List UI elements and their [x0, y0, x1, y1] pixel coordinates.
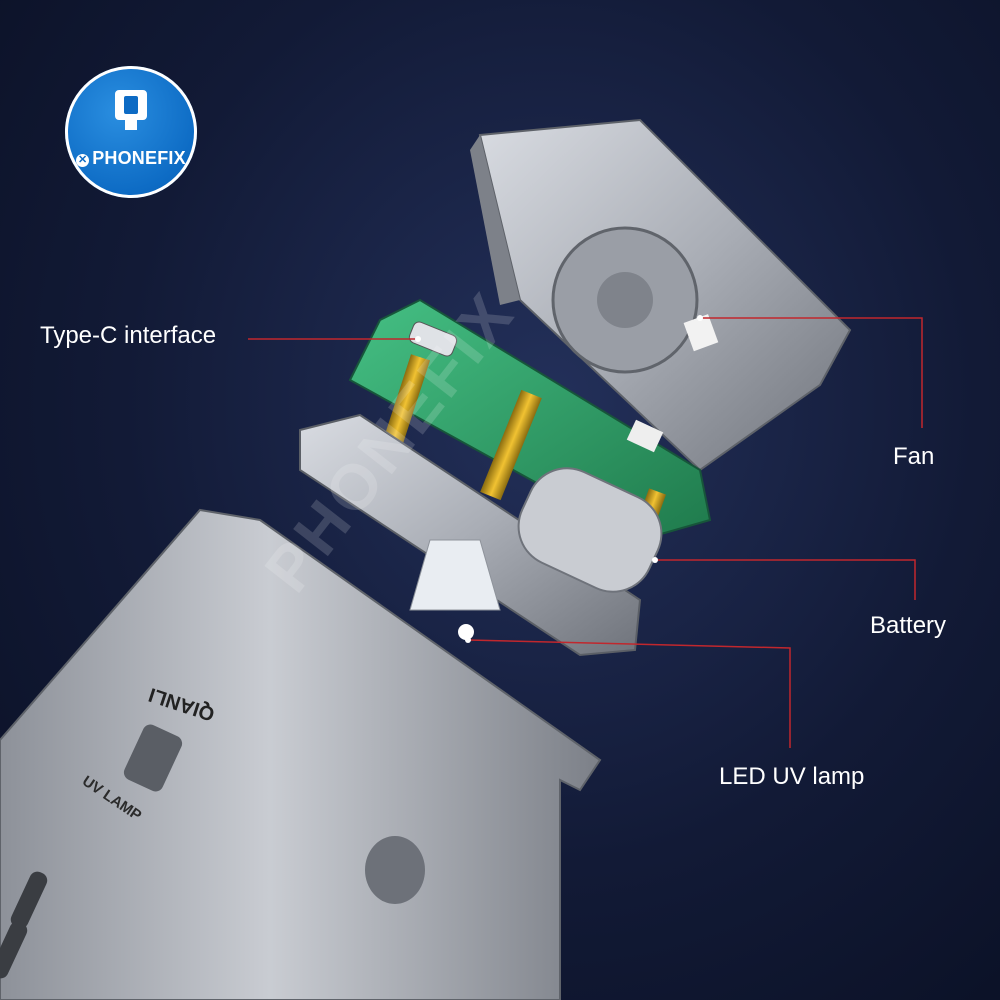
leader-line-battery [655, 559, 916, 600]
leader-dots [415, 315, 703, 643]
logo-brand: ✕PHONEFIX [76, 148, 186, 168]
handle-body [0, 508, 602, 1000]
fan-module [470, 118, 852, 472]
leader-lines [248, 317, 923, 748]
leader-line-fan [700, 317, 923, 428]
phone-wrench-icon [115, 90, 147, 130]
leader-line-led [467, 639, 791, 748]
callout-battery: Battery [870, 612, 947, 639]
base-plate [299, 413, 642, 657]
callout-led: LED UV lamp [719, 763, 865, 790]
callout-type-c: Type-C interface [40, 322, 217, 349]
led-lens [409, 539, 501, 640]
x-icon: ✕ [76, 154, 90, 167]
phonefix-logo: ✕PHONEFIX [65, 66, 197, 198]
callout-fan: Fan [893, 443, 935, 470]
